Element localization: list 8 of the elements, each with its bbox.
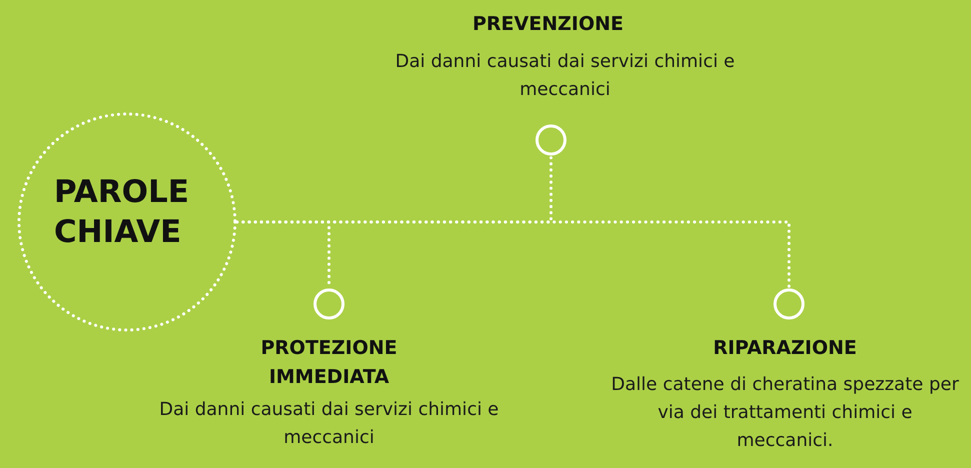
section-heading: PROTEZIONE IMMEDIATA [260,336,398,390]
section-description: Dalle catene di cheratina spezzate per via dei trattamenti chimici e meccanici. [610,373,960,453]
section-description: Dai danni causati dai servizi chimici e meccanici [158,398,500,450]
section-heading: PREVENZIONE [472,12,624,37]
section-description: Dai danni causati dai servizi chimici e meccanici [394,50,736,102]
section-heading: RIPARAZIONE [712,336,858,361]
node-title: PAROLE CHIAVE [54,173,190,252]
dotted-connector [236,220,790,290]
